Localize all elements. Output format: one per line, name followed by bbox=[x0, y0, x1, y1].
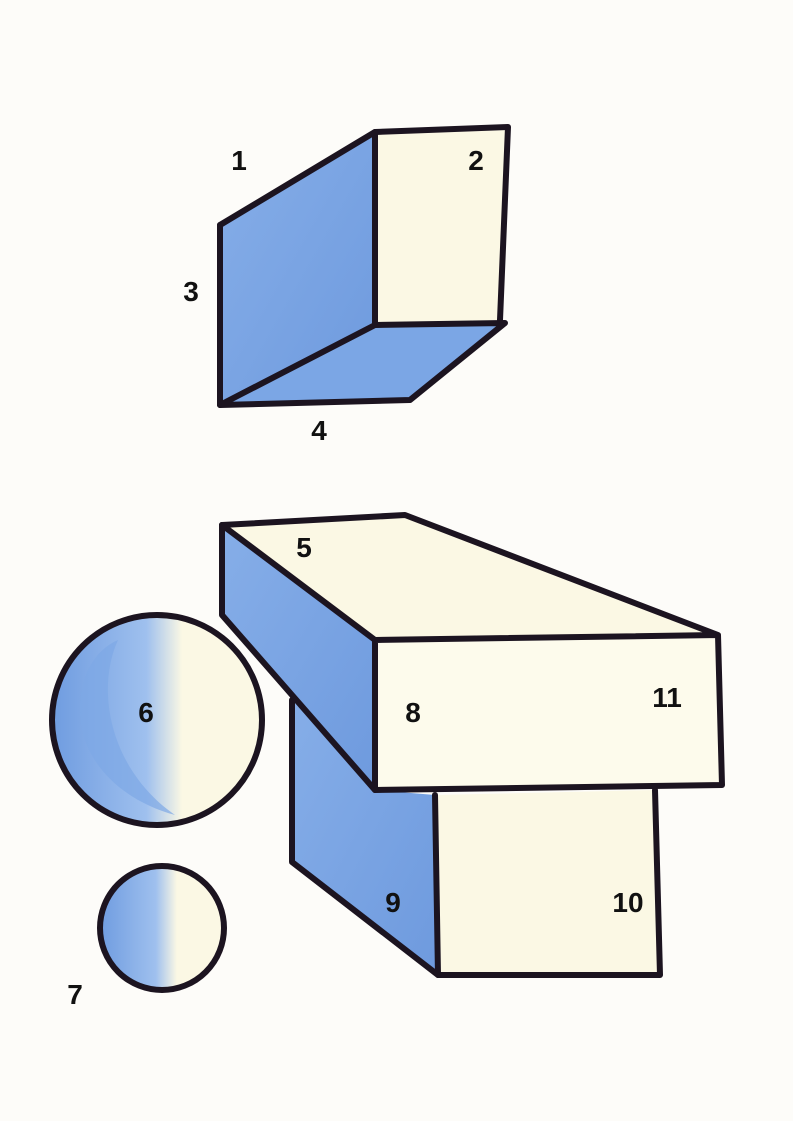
lower-block bbox=[219, 512, 725, 978]
label-2: 2 bbox=[468, 145, 484, 176]
label-1: 1 bbox=[231, 145, 247, 176]
label-7: 7 bbox=[67, 979, 83, 1010]
face-3 bbox=[220, 132, 375, 405]
label-6: 6 bbox=[138, 697, 154, 728]
face-9 bbox=[292, 690, 438, 975]
face-5 bbox=[222, 515, 718, 640]
label-4: 4 bbox=[311, 415, 327, 446]
face-10 bbox=[435, 790, 660, 975]
label-5: 5 bbox=[296, 532, 312, 563]
face-11 bbox=[375, 635, 722, 790]
slab-left-face bbox=[222, 525, 375, 790]
face-2 bbox=[375, 127, 508, 325]
label-10: 10 bbox=[612, 887, 643, 918]
large-sphere bbox=[49, 612, 265, 828]
label-9: 9 bbox=[385, 887, 401, 918]
label-8: 8 bbox=[405, 697, 421, 728]
label-3: 3 bbox=[183, 276, 199, 307]
face-4 bbox=[220, 323, 505, 405]
label-11: 11 bbox=[652, 682, 682, 713]
top-box bbox=[217, 124, 511, 408]
small-sphere bbox=[97, 863, 227, 993]
